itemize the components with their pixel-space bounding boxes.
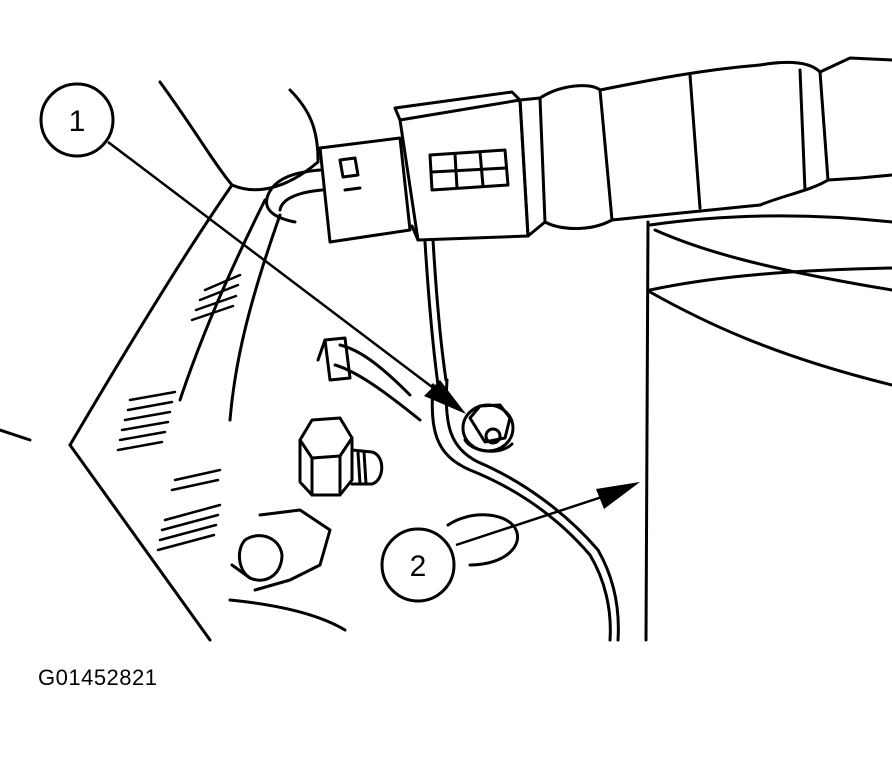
bracket-lip [446, 513, 520, 567]
cooling-fins [116, 273, 242, 552]
electrical-connector [318, 90, 530, 244]
callout-2: 2 [380, 482, 640, 603]
mounting-stud [298, 336, 384, 497]
callout-1-label: 1 [69, 105, 86, 138]
housing [644, 214, 892, 642]
callout-1-arrowhead [424, 380, 466, 414]
upper-casting [0, 80, 320, 642]
figure-id-label: G01452821 [38, 665, 158, 690]
bracket-plate [333, 343, 620, 642]
callout-2-leader [455, 493, 609, 547]
callout-1: 1 [39, 82, 466, 414]
sensor-body [518, 56, 892, 238]
callout-1-leader [107, 141, 437, 391]
callout-2-arrowhead [596, 482, 640, 509]
callout-2-label: 2 [410, 550, 427, 583]
callout-1-circle [39, 82, 115, 158]
lower-bolt [228, 508, 347, 632]
flange-bolt [461, 403, 515, 453]
callout-2-circle [380, 527, 456, 603]
